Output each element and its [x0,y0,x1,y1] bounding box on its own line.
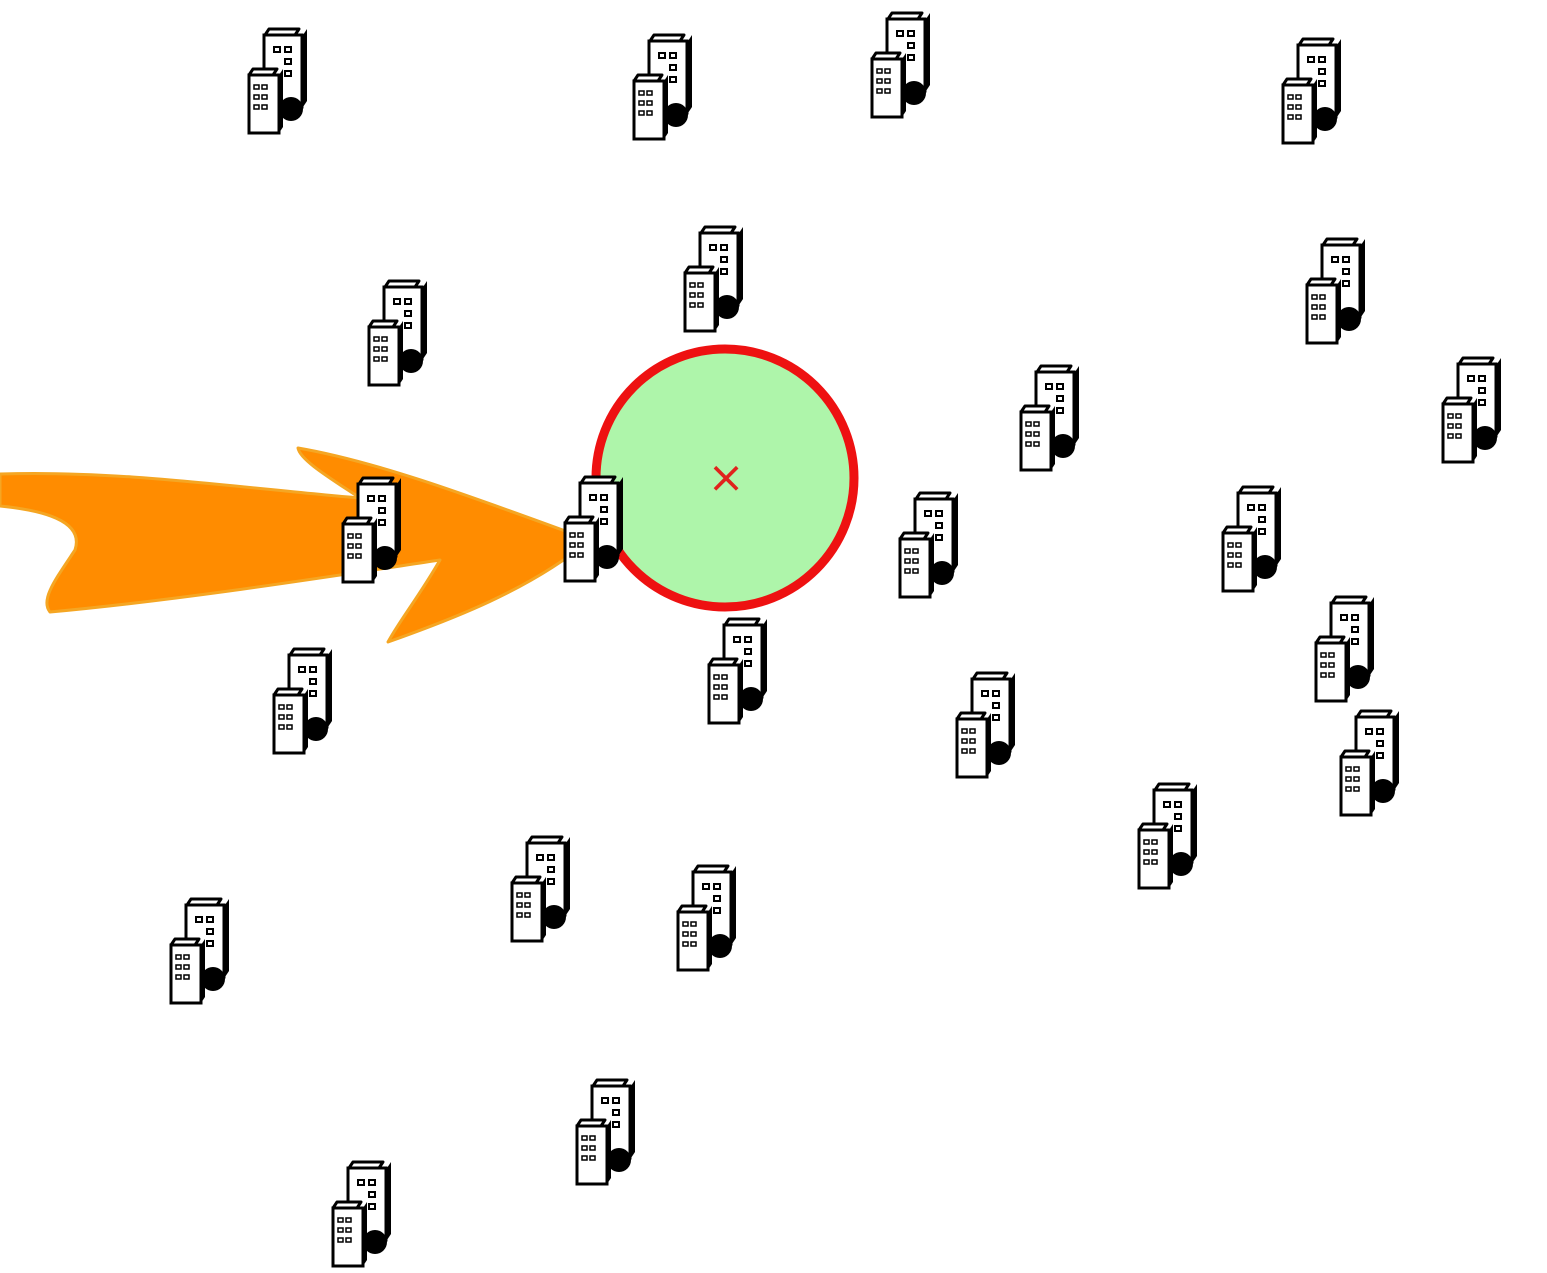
building-cluster-icon [249,29,307,133]
building-cluster-icon [685,227,743,331]
plume-shape [0,448,590,642]
building-cluster-icon [1341,711,1399,815]
building-cluster-icon [1283,39,1341,143]
building-cluster-icon [369,281,427,385]
building-cluster-icon [709,619,767,723]
building-layer [171,13,1501,1266]
building-cluster-icon [171,899,229,1003]
building-cluster-icon [274,649,332,753]
center-marker: × [708,452,745,503]
building-cluster-icon [333,1162,391,1266]
building-cluster-icon [872,13,930,117]
building-cluster-icon [900,493,958,597]
building-cluster-icon [678,866,736,970]
building-cluster-icon [1443,358,1501,462]
building-cluster-icon [1021,366,1079,470]
building-cluster-icon [565,477,623,581]
building-cluster-icon [1307,239,1365,343]
building-cluster-icon [957,673,1015,777]
building-cluster-icon [577,1080,635,1184]
building-cluster-icon [1223,487,1281,591]
building-cluster-icon [1139,784,1197,888]
building-cluster-icon [634,35,692,139]
building-cluster-icon [512,837,570,941]
building-cluster-icon [1316,597,1374,701]
